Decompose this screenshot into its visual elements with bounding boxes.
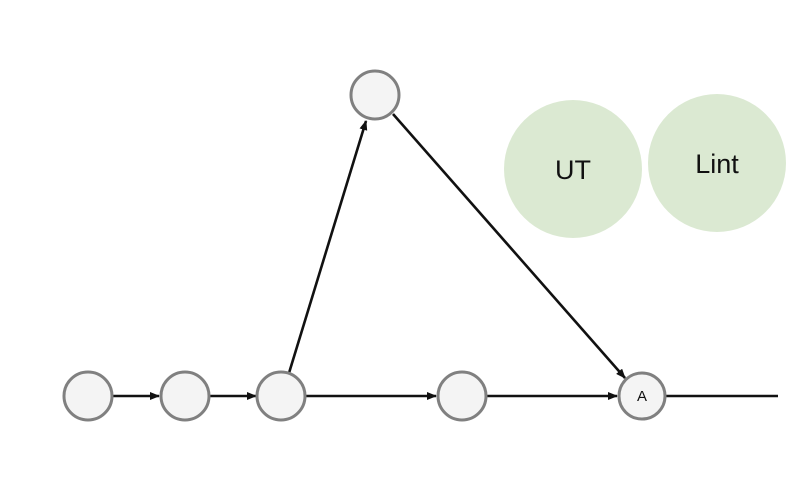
ut-circle xyxy=(504,100,642,238)
branch-commit-node xyxy=(349,69,401,121)
merge-commit-circle xyxy=(617,371,667,421)
commit-node xyxy=(255,370,307,422)
commit-node xyxy=(62,370,114,422)
merge-commit-label: A xyxy=(637,388,647,405)
lint-circle xyxy=(648,94,786,232)
ut-job-node: UT xyxy=(504,100,642,238)
edge-3-branch xyxy=(287,120,368,374)
merge-commit-node: A xyxy=(617,371,667,421)
edge-branch-merge xyxy=(392,113,626,379)
lint-label: Lint xyxy=(695,149,739,179)
lint-job-node: Lint xyxy=(648,94,786,232)
commit-node xyxy=(436,370,488,422)
ut-label: UT xyxy=(555,155,591,185)
commit-node xyxy=(159,370,211,422)
